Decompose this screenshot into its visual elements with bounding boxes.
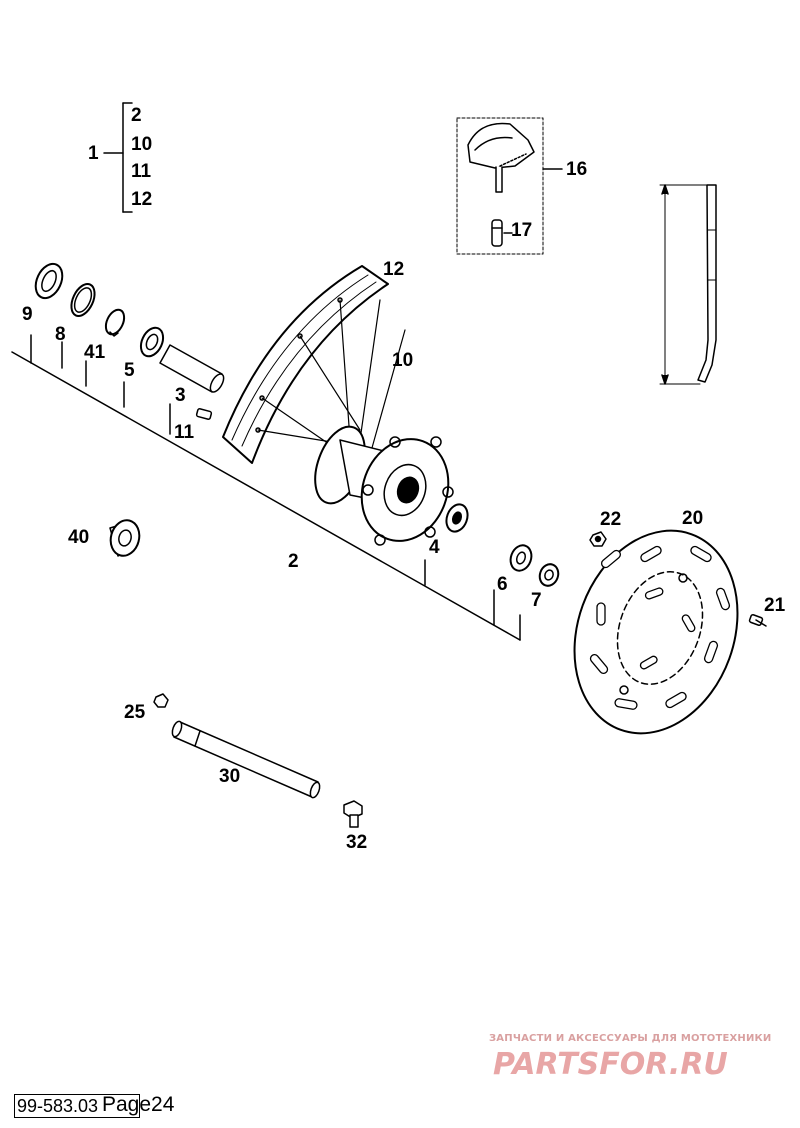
page-label: Page24 [102, 1093, 175, 1116]
callout-32: 32 [346, 832, 368, 853]
spacer-7-part [538, 563, 560, 587]
callout-8: 8 [55, 324, 66, 345]
nipple-part [195, 408, 213, 420]
spoke-dimension [659, 184, 717, 385]
watermark-brand: PARTSFOR.RU [493, 1047, 728, 1082]
callout-40: 40 [68, 527, 90, 548]
callout-20: 20 [682, 508, 704, 529]
bolt-32-part [343, 800, 363, 828]
callout-4: 4 [429, 537, 440, 558]
document-code: 99-583.03 [14, 1094, 140, 1118]
spokes [257, 299, 406, 456]
watermark-tagline: ЗАПЧАСТИ И АКСЕССУАРЫ ДЛЯ МОТОТЕХНИКИ [489, 1033, 772, 1044]
bearing-part [139, 326, 165, 358]
screw-21-part [748, 614, 767, 627]
callout-17: 17 [511, 220, 533, 241]
callout-12: 12 [383, 259, 405, 280]
valve-kit-box [456, 117, 563, 255]
callout-9: 9 [22, 304, 33, 325]
nut-22-part [589, 531, 607, 547]
callout-assembly-main: 1 [88, 143, 99, 164]
seal-6-part [509, 544, 533, 572]
callout-11: 11 [174, 422, 195, 443]
callout-7: 7 [531, 590, 542, 611]
callout-assembly-sub-12: 12 [131, 189, 153, 210]
callout-16: 16 [566, 159, 588, 180]
callout-10: 10 [392, 350, 414, 371]
callout-assembly-sub-10: 10 [131, 134, 153, 155]
callout-22: 22 [600, 509, 622, 530]
callout-2: 2 [288, 551, 299, 572]
callout-assembly-sub-11: 11 [131, 161, 152, 182]
o-ring-part [70, 283, 96, 317]
callout-25: 25 [124, 702, 146, 723]
bearing-4-part [445, 503, 469, 533]
assembly-bracket [103, 102, 133, 213]
hub-part [314, 425, 454, 546]
callout-5: 5 [124, 360, 135, 381]
circlip-part [104, 308, 126, 337]
spacer-40-part [109, 519, 141, 557]
callout-6: 6 [497, 574, 508, 595]
callout-41: 41 [84, 342, 106, 363]
callout-30: 30 [219, 766, 241, 787]
nut-25-part [153, 693, 169, 708]
callout-21: 21 [764, 595, 786, 616]
callout-assembly-sub-2: 2 [131, 105, 142, 126]
axle-part [171, 720, 321, 799]
brake-disc-part [573, 529, 739, 735]
watermark-logo: PARTSFOR.RU [493, 1047, 728, 1082]
rim-part [222, 265, 389, 464]
seal-part [34, 262, 64, 300]
leader-line [11, 334, 521, 641]
spacer-tube-part [159, 344, 225, 393]
callout-3: 3 [175, 385, 186, 406]
